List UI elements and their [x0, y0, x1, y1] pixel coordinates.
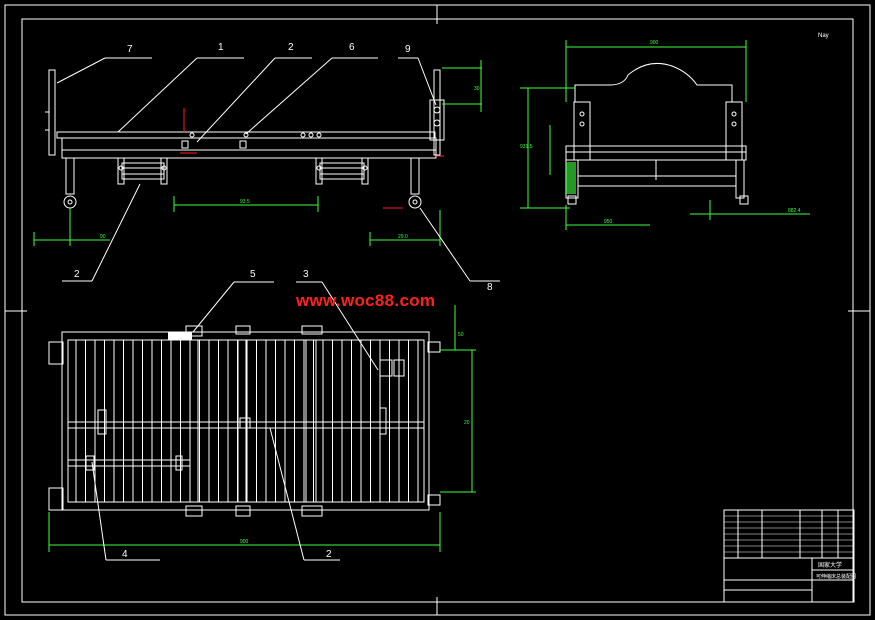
plan-slats [75, 340, 419, 502]
balloon-9: 9 [405, 44, 411, 55]
plan-dimensions [48, 305, 476, 552]
balloon-2-bottom: 2 [326, 549, 332, 560]
dim-plan-depth: 20 [464, 420, 470, 426]
balloon-2-left: 2 [74, 269, 80, 280]
front-dimensions [33, 60, 482, 246]
dim-front-right: 29.0 [398, 234, 408, 240]
title-block-rows [724, 515, 854, 553]
red-markers [180, 108, 444, 209]
title-company: 国家大学 [818, 561, 842, 569]
dim-plan-right: 50 [458, 332, 464, 338]
watermark-text: www.woc88.com [296, 291, 436, 310]
outer-border [4, 4, 871, 616]
balloon-4: 4 [122, 549, 128, 560]
dim-front-h: 30 [474, 86, 480, 92]
plan-view [48, 325, 441, 517]
dim-side-foot: 882.4 [788, 208, 801, 214]
balloon-3: 3 [303, 269, 309, 280]
balloon-1: 1 [218, 42, 224, 53]
plan-handle [168, 332, 192, 340]
leader-lines-front [56, 57, 500, 282]
dim-side-base: 950 [604, 219, 613, 225]
dim-side-height: 931.5 [520, 144, 533, 150]
balloon-2-top: 2 [288, 42, 294, 53]
title-block [723, 509, 855, 603]
balloon-6: 6 [349, 42, 355, 53]
leader-lines-plan [91, 281, 379, 561]
dim-front-foot: 90 [100, 234, 106, 240]
dim-plan-width: 900 [240, 539, 249, 545]
dim-side-top: 900 [650, 40, 659, 46]
side-hatch [566, 162, 576, 194]
corner-mark: Nay [818, 33, 829, 39]
dim-front-width: 93.5 [240, 199, 250, 205]
front-view [45, 69, 445, 209]
balloon-8: 8 [487, 282, 493, 293]
title-drawing-name: 可伸缩床总装配图 [816, 573, 856, 580]
side-view [565, 63, 749, 205]
center-marks [5, 5, 870, 615]
inner-border [21, 18, 854, 603]
balloon-5: 5 [250, 269, 256, 280]
balloon-7: 7 [127, 44, 133, 55]
side-dimensions [520, 40, 810, 230]
